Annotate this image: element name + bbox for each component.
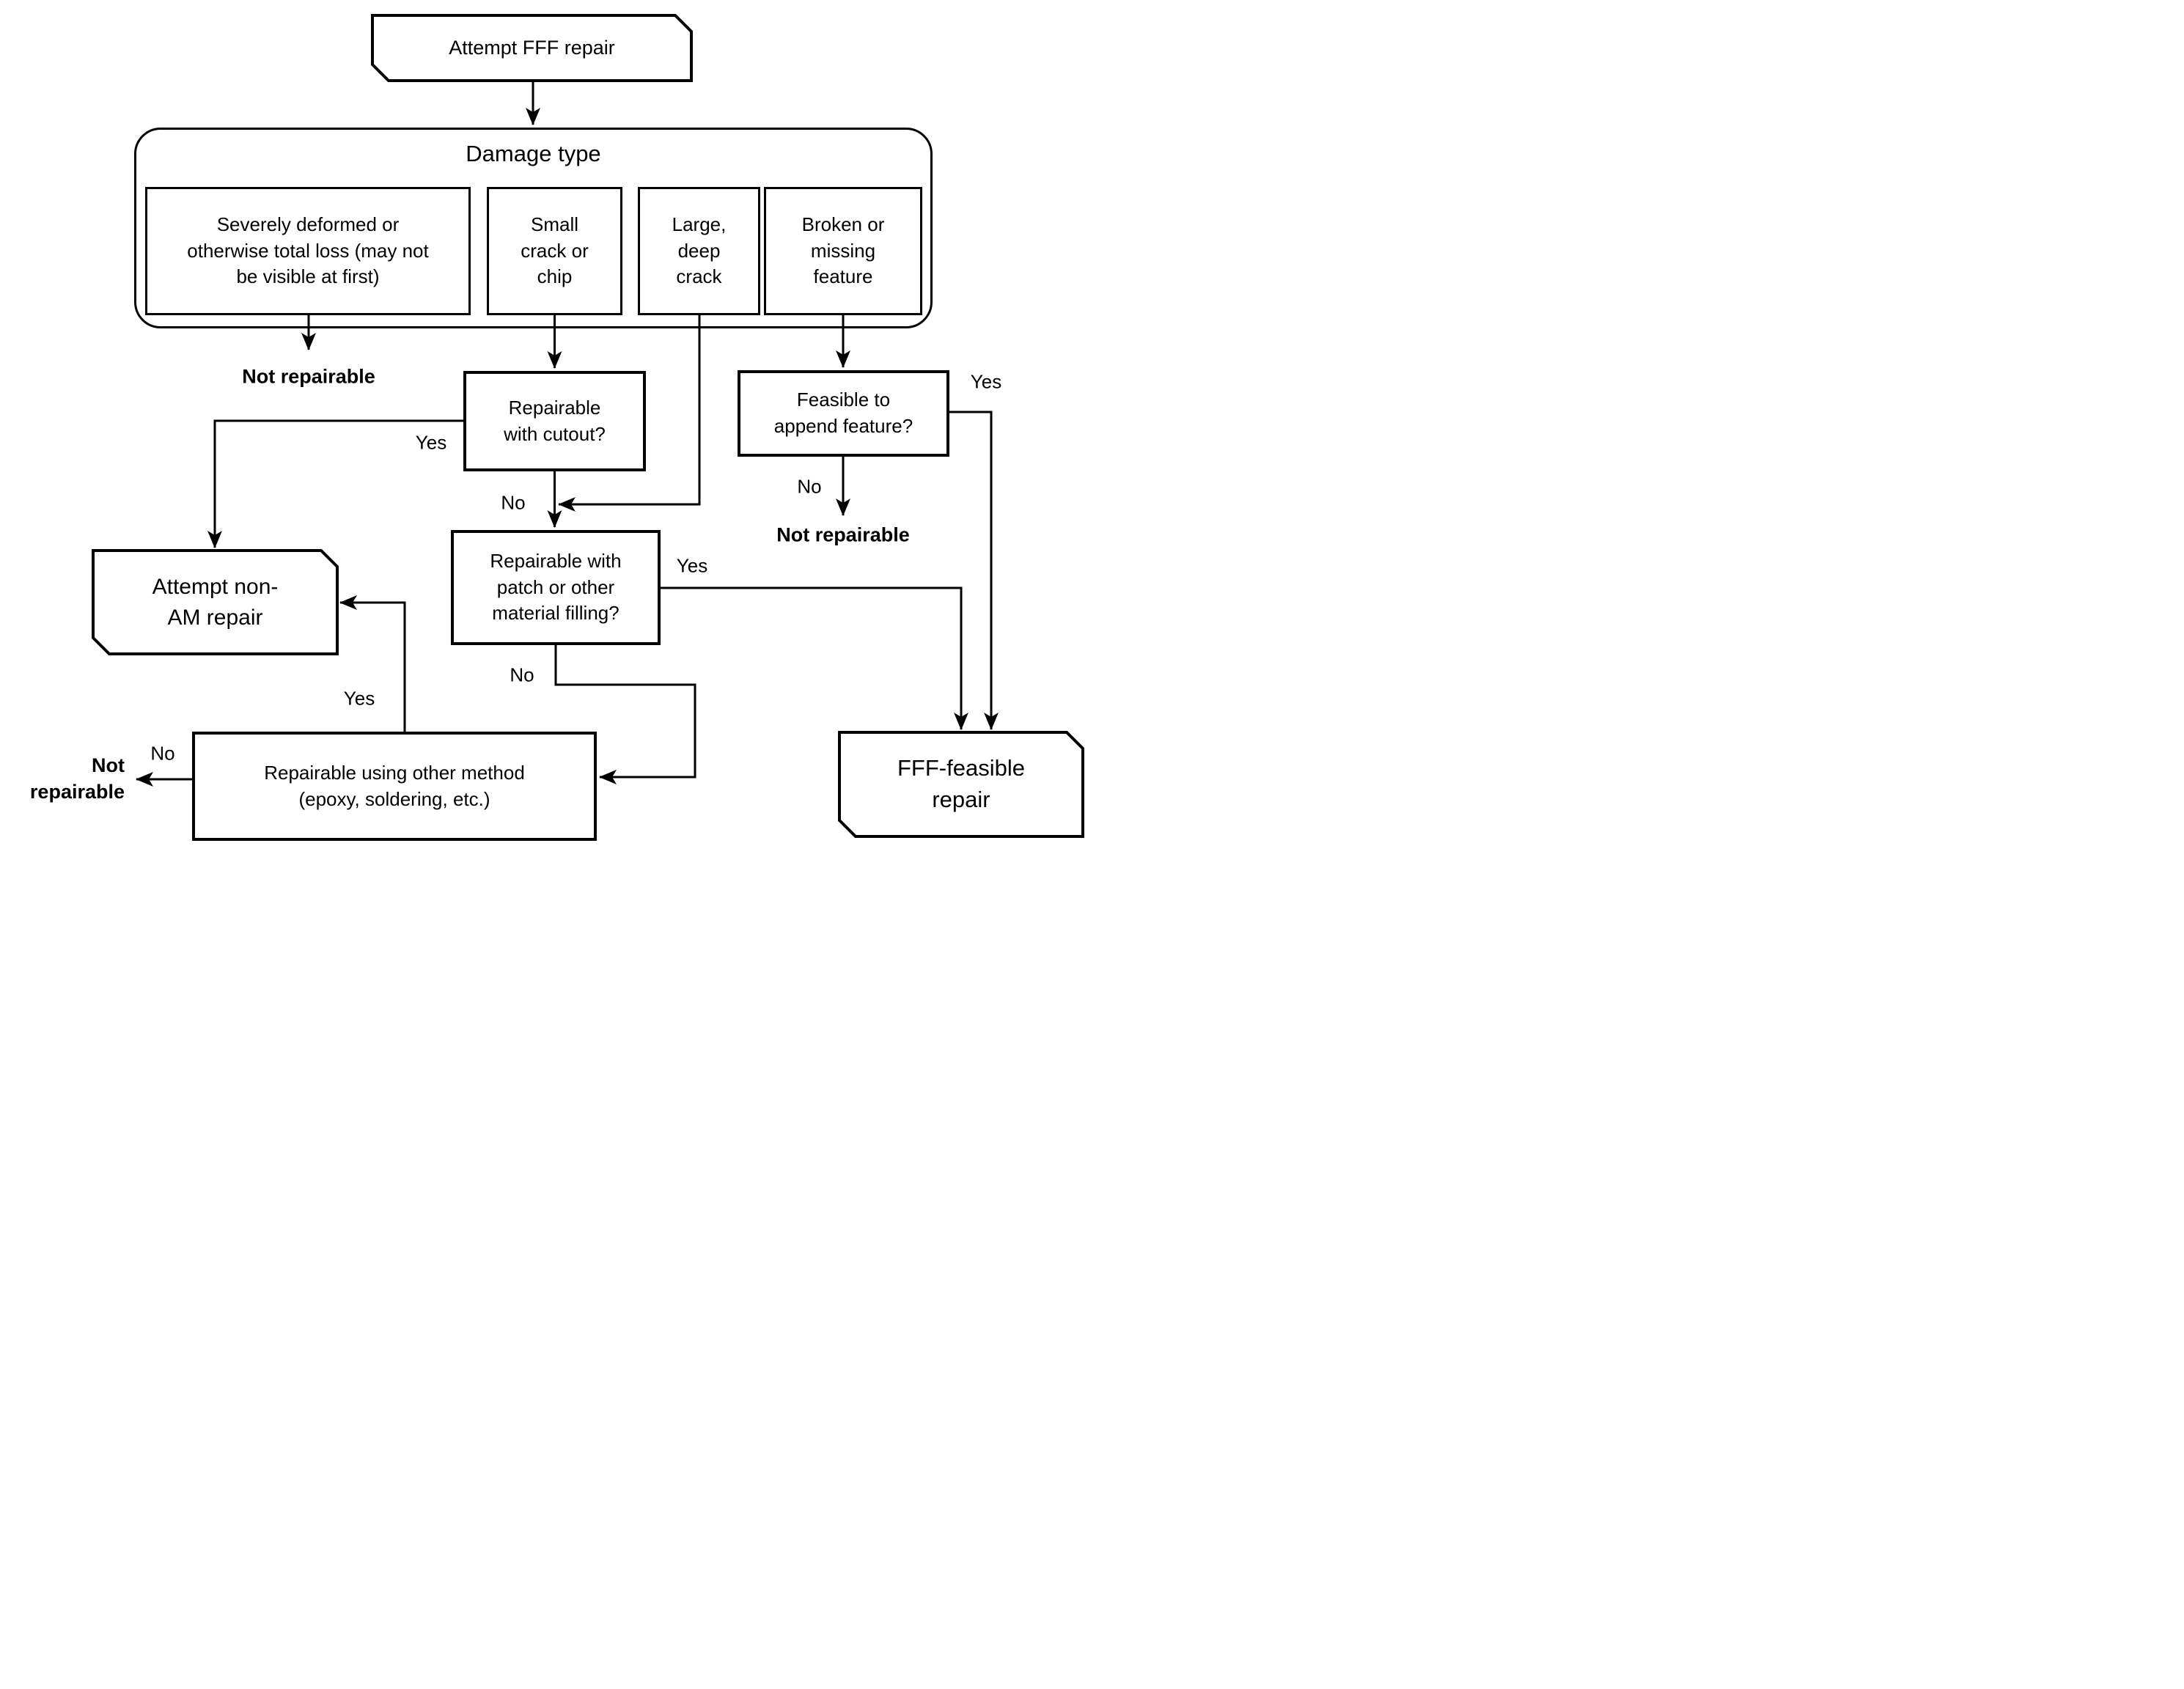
attempt-non-am-node-shape [92, 549, 339, 655]
damage-option-large-crack-label: Large, deep crack [672, 213, 727, 288]
decision-repairable-with-patch-label: Repairable with patch or other material … [490, 549, 622, 625]
edge-label-patch-no: No [510, 663, 534, 686]
connector-layer [92, 14, 1084, 838]
decision-repairable-other-method-label: Repairable using other method (epoxy, so… [264, 761, 525, 810]
edge-label-other-yes: Yes [343, 687, 375, 710]
arrow-append-yes [949, 411, 999, 730]
damage-option-small-crack-label: Small crack or chip [521, 213, 589, 288]
damage-option-deformed: Severely deformed or otherwise total los… [145, 187, 471, 315]
decision-repairable-with-cutout: Repairable with cutout? [463, 371, 646, 471]
edge-label-other-no: No [150, 742, 175, 765]
start-node-shape [371, 14, 693, 82]
edge-label-append-no: No [797, 475, 822, 498]
decision-feasible-to-append: Feasible to append feature? [738, 370, 949, 457]
damage-option-small-crack: Small crack or chip [487, 187, 622, 315]
fff-repair-flowchart: Attempt FFF repair Damage type Severely … [0, 0, 1092, 844]
damage-option-broken-feature-label: Broken or missing feature [801, 213, 885, 288]
damage-option-deformed-label: Severely deformed or otherwise total los… [187, 213, 429, 288]
outcome-not-repairable-deformed: Not repairable [242, 365, 375, 388]
fff-feasible-node-shape [838, 731, 1084, 838]
outcome-not-repairable-other: Not repairable [29, 754, 125, 803]
edge-label-cutout-yes: Yes [415, 431, 447, 454]
start-node: Attempt FFF repair [372, 15, 691, 81]
fff-feasible-node: FFF-feasible repair [839, 732, 1083, 836]
attempt-non-am-node-label: Attempt non- AM repair [152, 575, 279, 630]
damage-type-group [134, 128, 933, 328]
arrow-patch-no [554, 645, 696, 784]
damage-option-large-crack: Large, deep crack [638, 187, 760, 315]
decision-repairable-with-patch: Repairable with patch or other material … [451, 530, 661, 645]
fff-feasible-node-label: FFF-feasible repair [897, 755, 1025, 812]
arrow-large-crack-merge [558, 315, 701, 512]
edge-label-append-yes: Yes [970, 370, 1002, 393]
attempt-non-am-node: Attempt non- AM repair [93, 551, 337, 654]
outcome-not-repairable-append: Not repairable [776, 523, 910, 546]
edge-label-patch-yes: Yes [676, 554, 708, 577]
arrow-cutout-yes [207, 419, 463, 548]
damage-type-title: Damage type [466, 141, 601, 166]
arrow-other-yes [339, 595, 406, 732]
decision-repairable-with-cutout-label: Repairable with cutout? [504, 396, 606, 445]
damage-option-broken-feature: Broken or missing feature [764, 187, 922, 315]
decision-feasible-to-append-label: Feasible to append feature? [773, 389, 913, 437]
start-node-label: Attempt FFF repair [449, 36, 615, 59]
edge-label-cutout-no: No [501, 491, 526, 514]
decision-repairable-other-method: Repairable using other method (epoxy, so… [192, 732, 597, 841]
arrow-patch-yes [661, 586, 968, 730]
